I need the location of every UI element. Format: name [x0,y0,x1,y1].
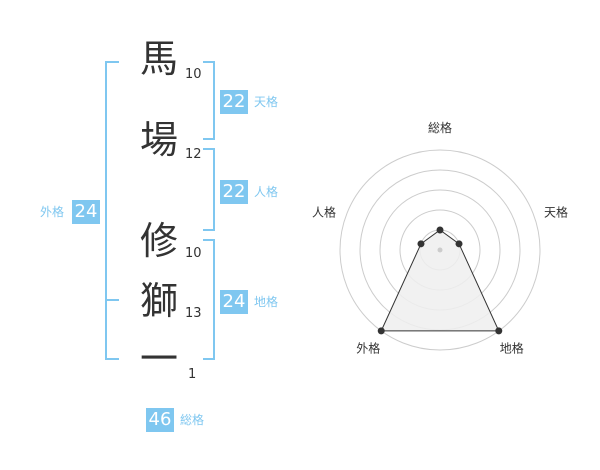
gaikaku-bracket [105,61,119,360]
name-char-3: 修 [140,219,179,263]
radar-point-5 [417,240,425,248]
radar-axis-label-5: 人格 [312,204,336,219]
soukaku-label: 総格 [180,413,205,427]
name-char-4: 獅 [140,279,179,323]
chikaku-label: 地格 [254,295,279,309]
name-char-5: 一 [140,337,179,381]
gaikaku-bracket-tick [105,299,119,301]
tenkaku-badge: 22 [220,90,248,114]
soukaku-badge: 46 [146,408,174,432]
radar-axis-label-1: 総格 [428,120,452,135]
gaikaku-badge: 24 [72,200,100,224]
radar-point-4 [377,327,385,335]
gaikaku-label: 外格 [40,205,65,219]
radar-point-2 [455,240,463,248]
radar-center-dot [437,247,443,253]
jinkaku-badge: 22 [220,180,248,204]
radar-point-3 [495,327,503,335]
radar-axis-label-2: 天格 [544,204,568,219]
stroke-count-1: 10 [185,67,202,82]
jinkaku-label: 人格 [254,185,279,199]
stroke-count-4: 13 [185,306,202,321]
radar-data-area [380,229,500,332]
jinkaku-bracket [203,148,215,231]
radar-grid-ring [339,149,541,351]
radar-point-1 [436,226,444,234]
chikaku-badge: 24 [220,290,248,314]
name-char-2: 場 [140,118,179,162]
chikaku-bracket [203,239,215,360]
stroke-count-3: 10 [185,246,202,261]
radar-axis-label-4: 外格 [356,341,380,356]
stroke-count-5: 1 [188,367,197,382]
tenkaku-bracket [203,61,215,140]
stroke-count-2: 12 [185,147,202,162]
name-char-1: 馬 [140,37,179,81]
radar-axis-label-3: 地格 [500,341,524,356]
tenkaku-label: 天格 [254,95,279,109]
